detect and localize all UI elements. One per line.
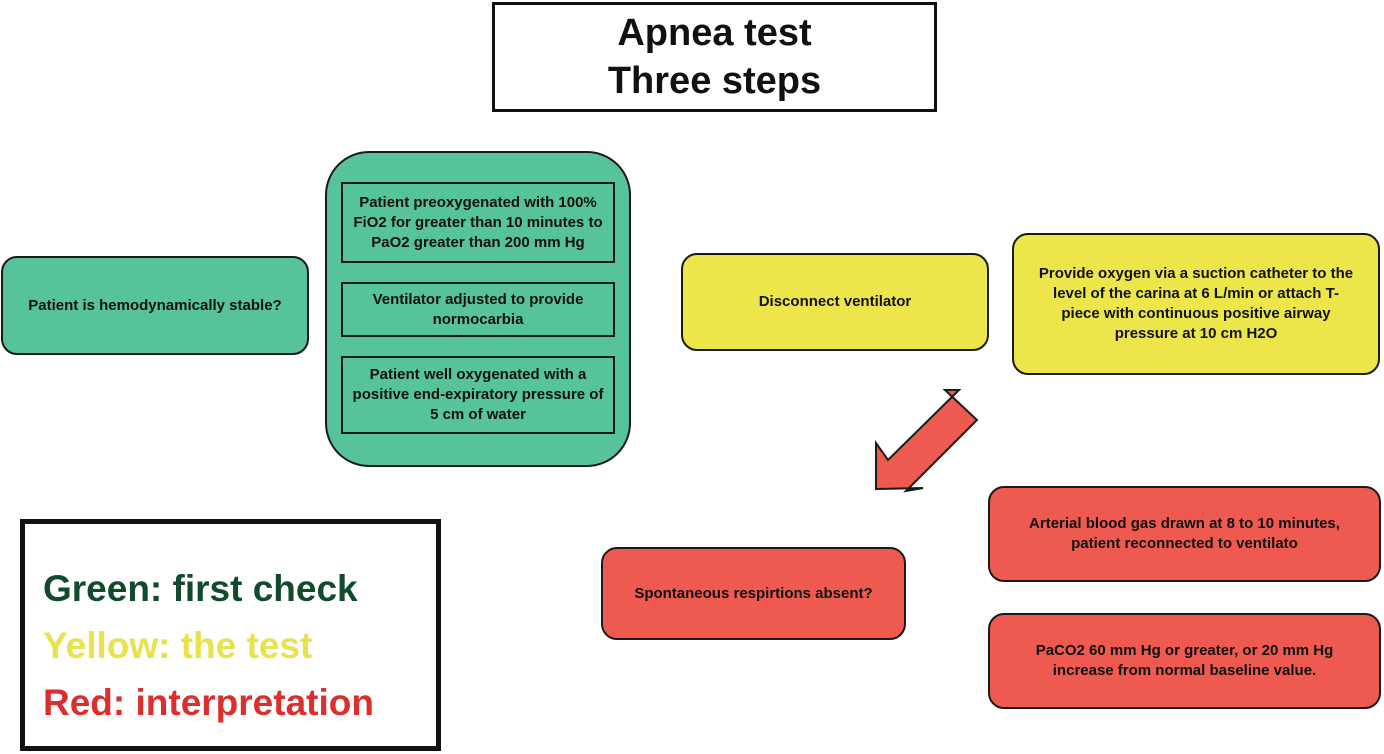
title-line-2: Three steps: [607, 60, 822, 102]
peep-oxygenation-item: Patient well oxygenated with a positive …: [341, 356, 615, 434]
ventilator-normocarbia-item: Ventilator adjusted to provide normocarb…: [341, 282, 615, 337]
color-legend: Green: first check Yellow: the test Red:…: [20, 519, 441, 751]
paco2-threshold-node: PaCO2 60 mm Hg or greater, or 20 mm Hg i…: [988, 613, 1381, 709]
legend-red: Red: interpretation: [43, 682, 374, 723]
preoxygenation-item: Patient preoxygenated with 100% FiO2 for…: [341, 182, 615, 263]
blood-gas-node: Arterial blood gas drawn at 8 to 10 minu…: [988, 486, 1381, 582]
hemodynamic-stable-node: Patient is hemodynamically stable?: [1, 256, 309, 355]
legend-green: Green: first check: [43, 568, 358, 609]
title-box: Apnea test Three steps: [492, 2, 937, 112]
spontaneous-respirations-node: Spontaneous respirtions absent?: [601, 547, 906, 640]
disconnect-ventilator-node: Disconnect ventilator: [681, 253, 989, 351]
provide-oxygen-node: Provide oxygen via a suction catheter to…: [1012, 233, 1380, 375]
hemodynamic-stable-text: Patient is hemodynamically stable?: [28, 296, 282, 314]
legend-yellow: Yellow: the test: [43, 625, 313, 666]
prerequisites-group: [325, 151, 631, 467]
title-line-1: Apnea test: [617, 12, 812, 54]
